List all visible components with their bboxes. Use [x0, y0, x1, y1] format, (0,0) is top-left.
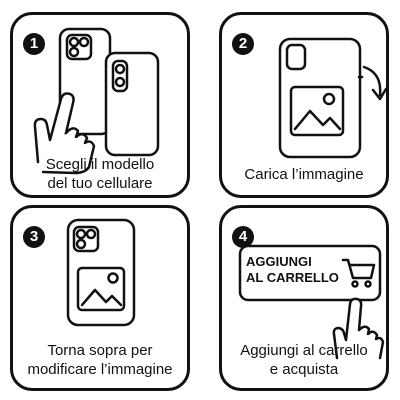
step-3-caption-line-2: modificare l’immagine: [27, 361, 173, 378]
add-to-cart-button-line-2: AL CARRELLO: [246, 270, 339, 285]
step-2-panel: 2 Carica l’immagine: [219, 12, 389, 198]
step-1-panel: 1 Scegli il modello: [10, 12, 190, 198]
upload-image-illustration: [278, 37, 386, 159]
cart-icon: [341, 258, 376, 288]
phone-image-icon: [278, 37, 364, 159]
add-to-cart-button-shape: [238, 244, 382, 302]
hand-pointer-icon: [332, 297, 385, 360]
phone-image-icon: [66, 218, 136, 327]
step-4-number-badge: 4: [232, 226, 254, 248]
step-3-caption-line-1: Torna sopra per: [47, 342, 153, 359]
step-1-number-badge: 1: [23, 33, 45, 55]
phone-models-illustration: [33, 27, 160, 175]
add-to-cart-button-line-1: AGGIUNGI: [246, 254, 312, 269]
step-2-caption: Carica l’immagine: [222, 165, 386, 184]
add-to-cart-illustration: [238, 244, 385, 360]
step-1-caption: Scegli il modello del tuo cellulare: [13, 155, 187, 193]
step-1-caption-line-1: Scegli il modello: [45, 156, 155, 173]
phone-front-icon: [104, 51, 160, 157]
step-3-panel: 3 Torna sopra per modificare l’immagine: [10, 205, 190, 391]
rotate-arrow-icon: [362, 65, 386, 101]
add-to-cart-button: AGGIUNGI AL CARRELLO: [246, 254, 339, 286]
step-4-caption-line-2: e acquista: [269, 361, 339, 378]
step-1-caption-line-2: del tuo cellulare: [47, 175, 153, 192]
step-3-number-badge: 3: [23, 226, 45, 248]
step-3-caption: Torna sopra per modificare l’immagine: [13, 341, 187, 379]
step-2-caption-line-1: Carica l’immagine: [244, 166, 364, 183]
edit-image-illustration: [66, 218, 136, 327]
step-4-caption-line-1: Aggiungi al carrello: [240, 342, 368, 359]
step-2-number-badge: 2: [232, 33, 254, 55]
step-4-panel: 4 AGGIUNGI AL CARRELLO Aggiungi al carre…: [219, 205, 389, 391]
step-4-caption: Aggiungi al carrello e acquista: [222, 341, 386, 379]
hand-pointer-icon: [33, 92, 96, 175]
